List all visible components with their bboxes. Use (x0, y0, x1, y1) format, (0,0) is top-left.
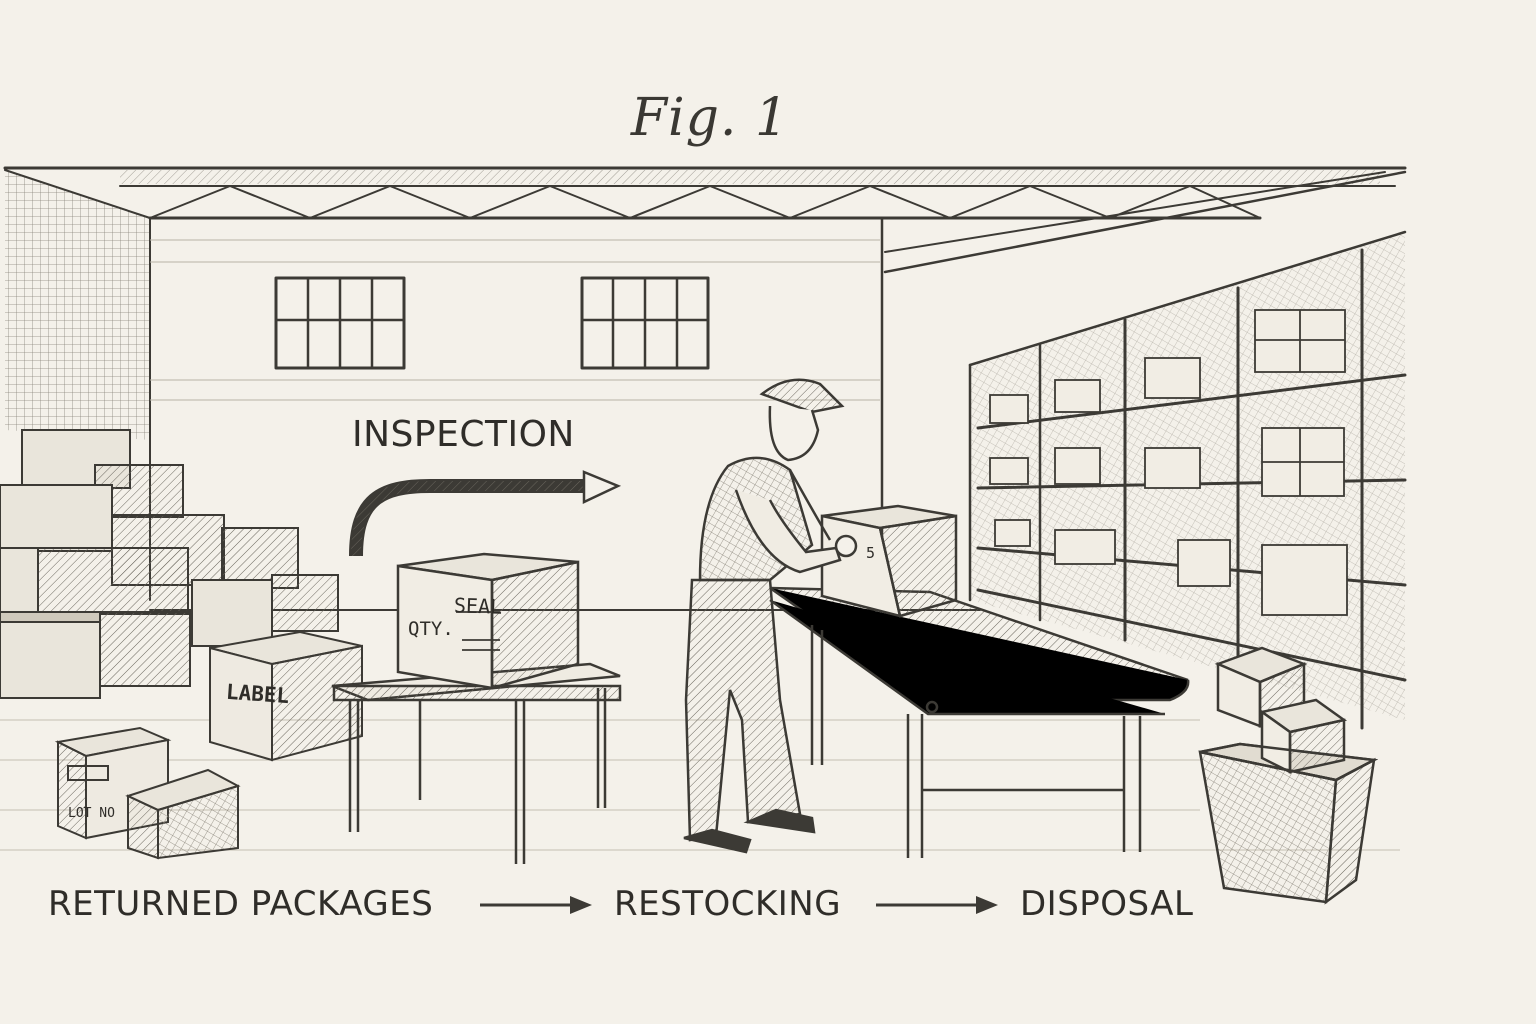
returned-packages-stack (0, 429, 339, 699)
label-box (209, 630, 363, 762)
conveyor-box-mark: 5 (866, 544, 876, 562)
inspection-table (331, 662, 622, 864)
qty-text: QTY. (408, 618, 454, 640)
conveyor-box (820, 504, 958, 618)
disposal-bin (1198, 646, 1379, 905)
disposal-label: DISPOSAL (1020, 884, 1194, 924)
label-text: LABEL (225, 679, 290, 709)
conveyor-belt (769, 586, 1190, 858)
window-right (580, 276, 710, 370)
shelving-unit (968, 230, 1407, 730)
roof-truss (3, 166, 1407, 274)
returned-packages-label: RETURNED PACKAGES (48, 884, 434, 924)
seal-text: SEAL (453, 593, 503, 619)
restocking-label: RESTOCKING (614, 884, 842, 924)
inspection-box (396, 552, 580, 690)
worker (683, 378, 858, 854)
figure-title: Fig. 1 (630, 88, 790, 148)
flow-arrow-1 (480, 896, 592, 914)
inspection-arrow (349, 470, 622, 557)
flow-arrow-2 (876, 896, 998, 914)
lot-no-text: LOT NO (68, 806, 115, 821)
inspection-label: INSPECTION (352, 414, 575, 455)
lot-boxes (54, 726, 241, 860)
window-left (274, 276, 406, 370)
